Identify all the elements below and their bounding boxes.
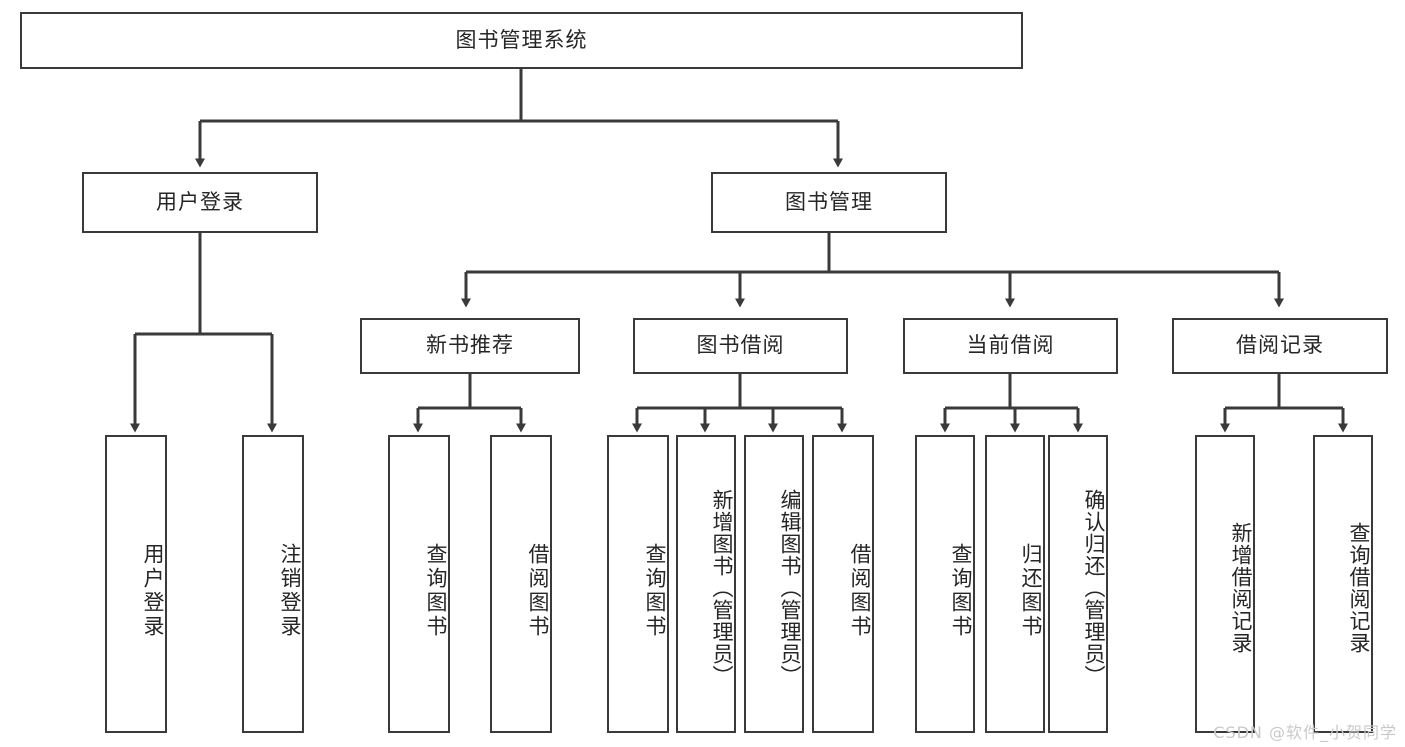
leaf-current-return-book-label: 归还图书 [1019, 543, 1043, 639]
leaf-current-confirm-return-label: 确认归还（管理员） [1082, 489, 1106, 687]
leaf-current-return-book[interactable]: 归还图书 [985, 435, 1045, 733]
leaf-borrow-edit-book-label: 编辑图书（管理员） [778, 489, 802, 687]
leaf-record-query-label: 查询借阅记录 [1347, 522, 1371, 654]
leaf-borrow-add-book[interactable]: 新增图书（管理员） [676, 435, 736, 733]
node-root-system-label: 图书管理系统 [455, 27, 588, 52]
node-new-book-recommend-label: 新书推荐 [426, 333, 514, 358]
leaf-borrow-lend-book-label: 借阅图书 [848, 543, 872, 639]
leaf-user-login-label: 用户登录 [141, 543, 165, 639]
leaf-record-add[interactable]: 新增借阅记录 [1195, 435, 1255, 733]
node-book-management[interactable]: 图书管理 [711, 172, 947, 233]
leaf-current-confirm-return[interactable]: 确认归还（管理员） [1048, 435, 1108, 733]
node-current-borrow-label: 当前借阅 [966, 333, 1055, 358]
leaf-newbook-borrow-book-label: 借阅图书 [526, 543, 550, 639]
leaf-current-query-book-label: 查询图书 [949, 543, 973, 639]
leaf-borrow-query-book-label: 查询图书 [643, 543, 667, 639]
node-user-login-label: 用户登录 [156, 189, 244, 214]
leaf-newbook-borrow-book[interactable]: 借阅图书 [490, 435, 552, 733]
node-new-book-recommend[interactable]: 新书推荐 [360, 318, 580, 374]
leaf-current-query-book[interactable]: 查询图书 [915, 435, 975, 733]
leaf-user-login[interactable]: 用户登录 [105, 435, 167, 733]
node-user-login[interactable]: 用户登录 [82, 172, 318, 233]
leaf-borrow-lend-book[interactable]: 借阅图书 [812, 435, 874, 733]
leaf-logout-label: 注销登录 [278, 543, 302, 639]
csdn-watermark: CSDN @软件_小贺同学 [1213, 723, 1397, 742]
node-book-management-label: 图书管理 [785, 189, 873, 214]
node-borrow-record[interactable]: 借阅记录 [1172, 318, 1388, 374]
node-borrow-record-label: 借阅记录 [1236, 333, 1324, 358]
node-book-borrow-label: 图书借阅 [696, 333, 785, 358]
leaf-record-add-label: 新增借阅记录 [1229, 522, 1253, 654]
node-book-borrow[interactable]: 图书借阅 [633, 318, 848, 374]
leaf-borrow-query-book[interactable]: 查询图书 [607, 435, 669, 733]
leaf-newbook-query-book-label: 查询图书 [424, 543, 448, 639]
leaf-borrow-edit-book[interactable]: 编辑图书（管理员） [744, 435, 804, 733]
leaf-borrow-add-book-label: 新增图书（管理员） [710, 489, 734, 687]
leaf-newbook-query-book[interactable]: 查询图书 [388, 435, 450, 733]
leaf-logout[interactable]: 注销登录 [242, 435, 304, 733]
leaf-record-query[interactable]: 查询借阅记录 [1313, 435, 1373, 733]
node-current-borrow[interactable]: 当前借阅 [903, 318, 1118, 374]
node-root-system[interactable]: 图书管理系统 [20, 12, 1023, 69]
